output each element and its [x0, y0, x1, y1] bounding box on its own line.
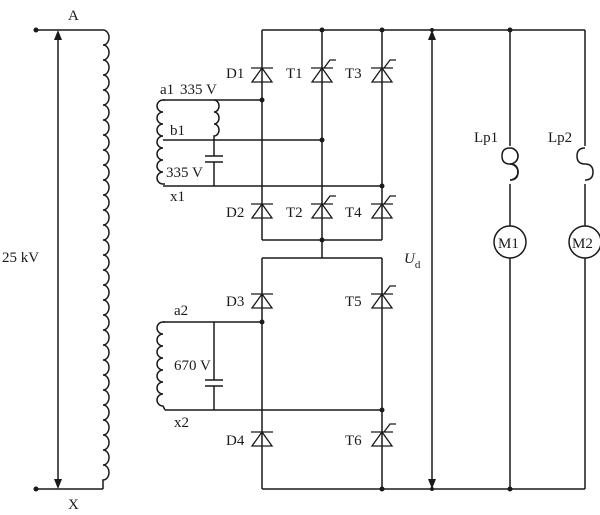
thyristor-t6 [370, 423, 397, 447]
label-t2: T2 [286, 205, 303, 221]
label-m1: M1 [498, 236, 519, 252]
winding1-mid-label: b1 [170, 123, 185, 139]
thyristor-t4 [370, 195, 397, 219]
label-t6: T6 [345, 433, 362, 449]
thyristor-t2 [310, 195, 337, 219]
thyristor-t1 [310, 59, 337, 83]
winding1-upper-voltage: 335 V [180, 82, 217, 98]
label-t3: T3 [345, 66, 362, 82]
winding1-bottom-label: x1 [170, 189, 185, 205]
label-d3: D3 [226, 294, 244, 310]
load-branch-1: Lp1 M1 [474, 130, 527, 259]
primary-bottom-label: X [68, 497, 79, 513]
motor-m1-symbol [493, 225, 527, 259]
winding2-bottom-label: x2 [174, 415, 189, 431]
secondary-winding-1: a1 335 V b1 335 V x1 [156, 82, 382, 205]
primary-voltage-label: 25 kV [2, 250, 39, 266]
label-d4: D4 [226, 433, 245, 449]
label-lp1: Lp1 [474, 130, 498, 146]
motor-m2-symbol [568, 225, 600, 259]
winding2-voltage: 670 V [174, 358, 211, 374]
dc-voltage-label: Ud [404, 251, 421, 271]
thyristor-t5 [370, 285, 397, 309]
upper-bridge: D1 T1 T3 D2 T2 T4 [226, 27, 397, 258]
primary-winding: A X 25 kV [2, 8, 110, 513]
lower-bridge: D3 T5 D4 T6 [226, 257, 397, 492]
label-d2: D2 [226, 205, 244, 221]
label-d1: D1 [226, 66, 244, 82]
label-lp2: Lp2 [548, 130, 572, 146]
label-t5: T5 [345, 294, 362, 310]
winding1-top-label: a1 [160, 82, 174, 98]
winding1-lower-voltage: 335 V [166, 165, 203, 181]
winding2-top-label: a2 [174, 303, 188, 319]
primary-top-label: A [68, 8, 79, 24]
label-t1: T1 [286, 66, 303, 82]
thyristor-t3 [370, 59, 397, 83]
label-t4: T4 [345, 205, 362, 221]
secondary-winding-2: a2 670 V x2 [156, 303, 382, 431]
label-m2: M2 [572, 236, 593, 252]
load-branch-2: Lp2 M2 [548, 130, 600, 259]
dc-bus: Ud [262, 27, 586, 492]
